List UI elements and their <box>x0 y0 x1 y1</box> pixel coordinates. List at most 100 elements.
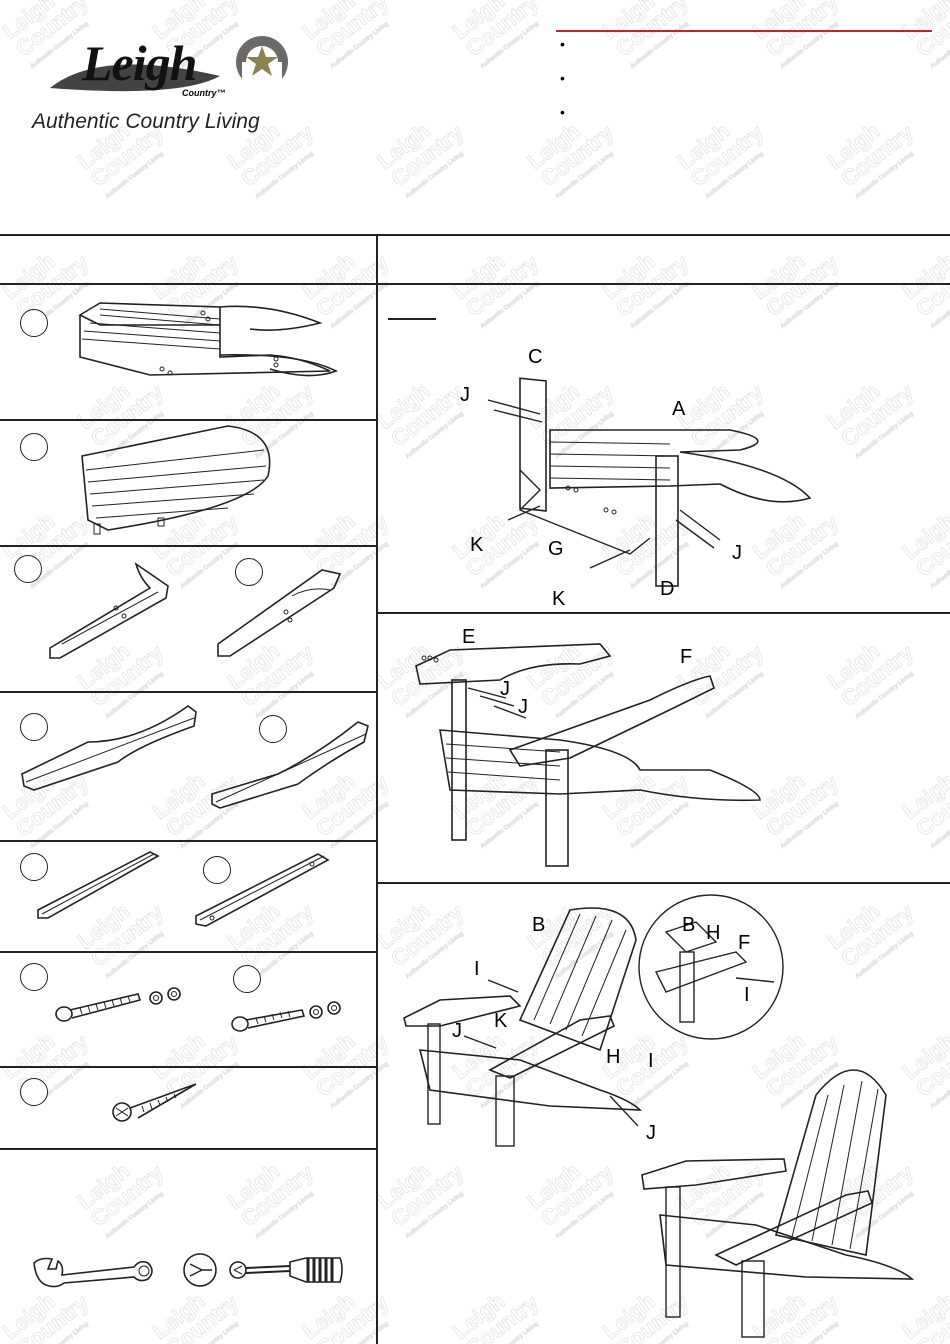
svg-text:Leigh: Leigh <box>448 1288 510 1344</box>
step3-label-i1: I <box>474 958 480 980</box>
right-armrest-icon <box>211 721 369 809</box>
svg-text:Country: Country <box>386 119 468 191</box>
part-circle-9 <box>20 963 48 991</box>
brand-sub: Country™ <box>182 88 226 98</box>
svg-text:Leigh: Leigh <box>298 1028 360 1084</box>
step2-label-e: E <box>462 626 476 648</box>
svg-text:Authentic Country Living: Authentic Country Living <box>555 1191 615 1240</box>
svg-text:Authentic Country Living: Authentic Country Living <box>255 671 315 720</box>
chair-back-icon <box>81 425 271 535</box>
svg-text:Authentic Country Living: Authentic Country Living <box>480 281 540 330</box>
svg-text:Authentic Country Living: Authentic Country Living <box>330 1321 390 1344</box>
short-bolt-icon <box>231 1001 341 1032</box>
detail-label-b: B <box>682 914 696 936</box>
svg-text:Country: Country <box>461 0 543 61</box>
svg-text:Authentic Country Living: Authentic Country Living <box>780 801 840 850</box>
right-leg-icon <box>217 569 342 657</box>
svg-text:Authentic Country Living: Authentic Country Living <box>480 1321 540 1344</box>
left-row-rule-7 <box>0 1148 376 1150</box>
step1-label-a: A <box>672 398 686 420</box>
step1-label-j1: J <box>460 384 470 406</box>
svg-text:Authentic Country Living: Authentic Country Living <box>105 931 165 980</box>
svg-text:Authentic Country Living: Authentic Country Living <box>330 21 390 70</box>
step1-label-g: G <box>548 538 564 560</box>
svg-text:Country: Country <box>386 379 468 451</box>
svg-text:Country: Country <box>761 249 843 321</box>
svg-text:Country: Country <box>836 639 918 711</box>
svg-text:Leigh: Leigh <box>823 898 885 954</box>
svg-text:Country: Country <box>11 1289 93 1344</box>
front-brace-icon <box>37 851 160 919</box>
part-circle-8 <box>203 856 231 884</box>
svg-text:Country: Country <box>461 1289 543 1344</box>
detail-label-i: I <box>744 984 750 1006</box>
svg-text:Country: Country <box>911 769 950 841</box>
step2-label-j1: J <box>500 678 510 700</box>
svg-text:Leigh: Leigh <box>748 248 810 304</box>
svg-text:Authentic Country Living: Authentic Country Living <box>555 151 615 200</box>
svg-text:Leigh: Leigh <box>898 768 950 824</box>
svg-text:Leigh: Leigh <box>0 1028 59 1084</box>
step3-label-j2: J <box>646 1122 656 1144</box>
svg-text:Leigh: Leigh <box>148 1028 210 1084</box>
svg-text:Leigh: Leigh <box>73 1158 135 1214</box>
step2-label-f: F <box>680 646 693 668</box>
svg-text:Authentic Country Living: Authentic Country Living <box>255 931 315 980</box>
svg-text:Authentic Country Living: Authentic Country Living <box>630 281 690 330</box>
svg-text:Authentic Country Living: Authentic Country Living <box>105 1191 165 1240</box>
step1-label-k1: K <box>470 534 484 556</box>
svg-text:Country: Country <box>161 1289 243 1344</box>
svg-text:Authentic Country Living: Authentic Country Living <box>780 281 840 330</box>
svg-text:Authentic Country Living: Authentic Country Living <box>630 21 690 70</box>
svg-text:Country: Country <box>836 119 918 191</box>
svg-text:Leigh: Leigh <box>223 1158 285 1214</box>
right-row-rule-1 <box>376 612 950 614</box>
svg-text:Country: Country <box>911 249 950 321</box>
svg-text:Leigh: Leigh <box>373 378 435 434</box>
svg-text:Leigh: Leigh <box>148 1288 210 1344</box>
svg-text:Leigh: Leigh <box>748 0 810 44</box>
svg-text:Authentic Country Living: Authentic Country Living <box>330 1061 390 1110</box>
svg-text:Leigh: Leigh <box>598 0 660 44</box>
svg-text:Leigh: Leigh <box>823 118 885 174</box>
svg-text:Leigh: Leigh <box>898 508 950 564</box>
grid-top-rule <box>0 234 950 236</box>
svg-text:Authentic Country Living: Authentic Country Living <box>855 411 915 460</box>
step1-label-d: D <box>660 578 675 600</box>
svg-text:Leigh: Leigh <box>298 1288 360 1344</box>
finished-chair-diagram <box>641 1069 915 1338</box>
svg-text:Authentic Country Living: Authentic Country Living <box>405 1191 465 1240</box>
svg-text:Country: Country <box>236 1159 318 1231</box>
detail-magnifier <box>638 894 784 1040</box>
step1-underline <box>388 318 436 320</box>
svg-text:Country: Country <box>611 249 693 321</box>
svg-text:Country: Country <box>536 1159 618 1231</box>
svg-text:Authentic Country Living: Authentic Country Living <box>255 1191 315 1240</box>
left-armrest-icon <box>21 705 197 791</box>
part-circle-11 <box>20 1078 48 1106</box>
left-row-rule-1 <box>0 419 376 421</box>
step3-label-b: B <box>532 914 546 936</box>
svg-text:Leigh: Leigh <box>823 638 885 694</box>
header-bullet-3: • <box>560 104 565 120</box>
step1-label-c: C <box>528 346 543 368</box>
step3-diagram <box>403 907 643 1147</box>
svg-text:Authentic Country Living: Authentic Country Living <box>855 151 915 200</box>
part-circle-10 <box>233 965 261 993</box>
step3-label-j1: J <box>452 1020 462 1042</box>
back-brace-icon <box>195 853 330 927</box>
